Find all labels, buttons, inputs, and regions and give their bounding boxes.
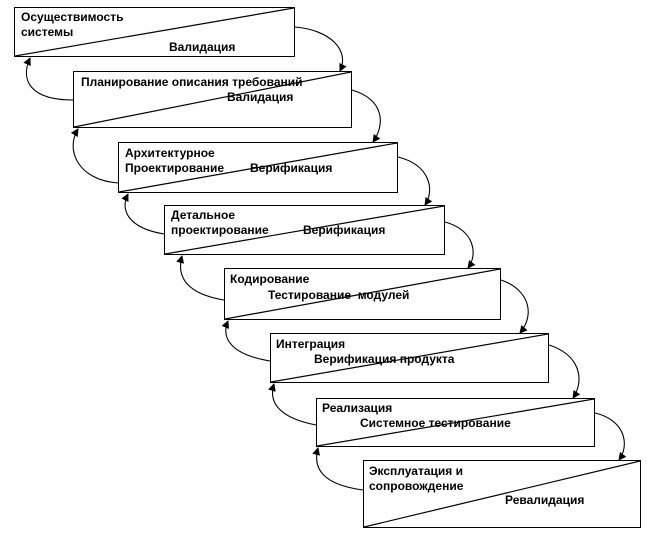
stage-title-line2: Проектирование bbox=[125, 161, 225, 175]
forward-arrow bbox=[444, 221, 476, 269]
return-arrow bbox=[312, 447, 364, 491]
forward-arrow bbox=[548, 344, 581, 399]
stage-title: Планирование описания требований bbox=[81, 75, 303, 89]
stage-title: Осуществимость bbox=[21, 10, 124, 24]
forward-arrow bbox=[294, 26, 347, 72]
stage-maintenance: Эксплуатация и сопровождение Ревалидация bbox=[363, 460, 641, 528]
stage-integration: Интеграция Верификация продукта bbox=[270, 333, 549, 383]
stage-title: Архитектурное bbox=[125, 146, 215, 160]
return-arrow bbox=[221, 320, 271, 362]
stage-requirements: Планирование описания требований Валидац… bbox=[73, 71, 352, 128]
forward-arrow bbox=[500, 279, 529, 334]
stage-title-line2: сопровождение bbox=[369, 479, 464, 493]
stage-title: Интеграция bbox=[276, 337, 346, 351]
stage-title-line2: проектирование bbox=[171, 223, 269, 237]
stage-architecture: Архитектурное Проектирование Верификация bbox=[118, 142, 398, 193]
stage-title: Детальное bbox=[171, 208, 236, 222]
return-arrow bbox=[23, 57, 74, 101]
stage-detailed-design: Детальное проектирование Верификация bbox=[164, 205, 445, 255]
stage-check-label: Верификация bbox=[303, 223, 386, 237]
forward-arrow bbox=[397, 156, 433, 206]
stage-feasibility: Осуществимость системы Валидация bbox=[14, 7, 295, 57]
stage-check-label: Верификация продукта bbox=[314, 352, 455, 366]
forward-arrow bbox=[351, 89, 381, 143]
stage-title-line2: системы bbox=[21, 25, 74, 39]
stage-title: Реализация bbox=[322, 401, 393, 415]
stage-title: Кодирование bbox=[230, 272, 310, 286]
stage-title: Эксплуатация и bbox=[369, 464, 463, 478]
stage-check-label: Ревалидация bbox=[505, 493, 585, 507]
stage-check-label: Верификация bbox=[250, 161, 333, 175]
return-arrow bbox=[268, 383, 317, 426]
stage-coding: Кодирование Тестирование модулей bbox=[224, 268, 501, 320]
stage-check-label: Системное тестирование bbox=[360, 416, 511, 430]
stage-check-label: Валидация bbox=[227, 90, 294, 104]
return-arrow bbox=[70, 128, 119, 184]
return-arrow bbox=[176, 255, 225, 301]
forward-arrow bbox=[594, 412, 627, 461]
stage-check-label: Тестирование модулей bbox=[268, 288, 410, 302]
stage-implementation: Реализация Системное тестирование bbox=[316, 398, 595, 447]
stage-check-label: Валидация bbox=[169, 40, 236, 54]
return-arrow bbox=[121, 193, 165, 235]
